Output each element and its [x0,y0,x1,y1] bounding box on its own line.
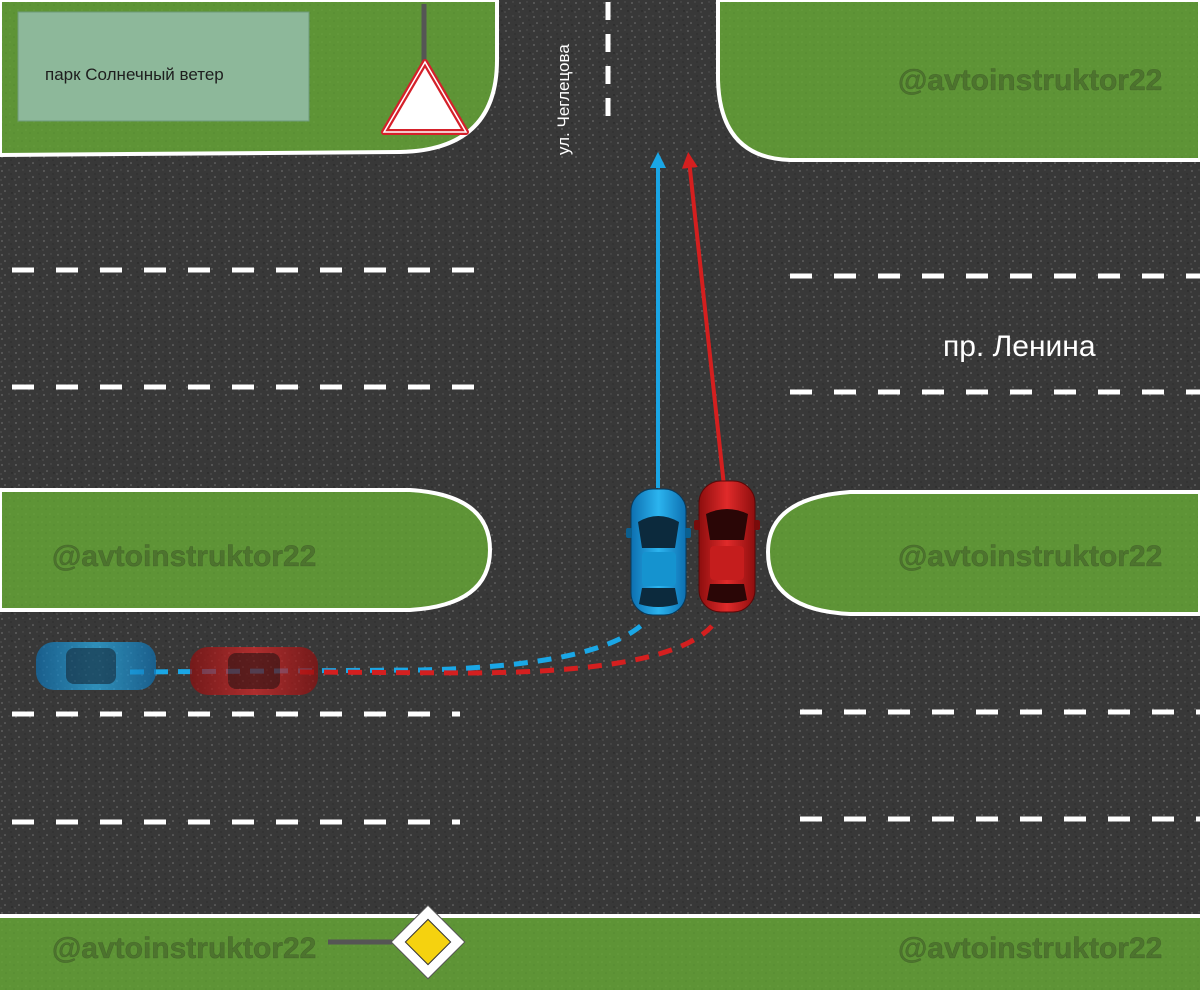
red-straight-arrow [681,152,726,487]
blue-car [626,488,691,616]
watermark: @avtoinstruktor22 [898,64,1162,97]
blue-car-ghost [36,642,156,690]
median-right [765,490,1200,616]
grass-top-right [716,0,1200,162]
watermark: @avtoinstruktor22 [898,932,1162,965]
watermark: @avtoinstruktor22 [52,932,316,965]
watermark: @avtoinstruktor22 [898,540,1162,573]
red-car [694,480,760,613]
street-label-vertical: ул. Чеглецова [554,44,573,155]
red-car-ghost [190,647,318,695]
median-left [0,488,493,612]
priority-road-sign-icon [328,904,466,980]
red-turn-path [299,624,714,676]
avenue-label: пр. Ленина [943,330,1096,363]
watermark: @avtoinstruktor22 [52,540,316,573]
grass-bottom [0,914,1200,990]
blue-turn-path [129,620,647,675]
park-label: парк Солнечный ветер [45,65,224,84]
yield-sign-icon [381,4,469,135]
park-area [17,11,310,122]
